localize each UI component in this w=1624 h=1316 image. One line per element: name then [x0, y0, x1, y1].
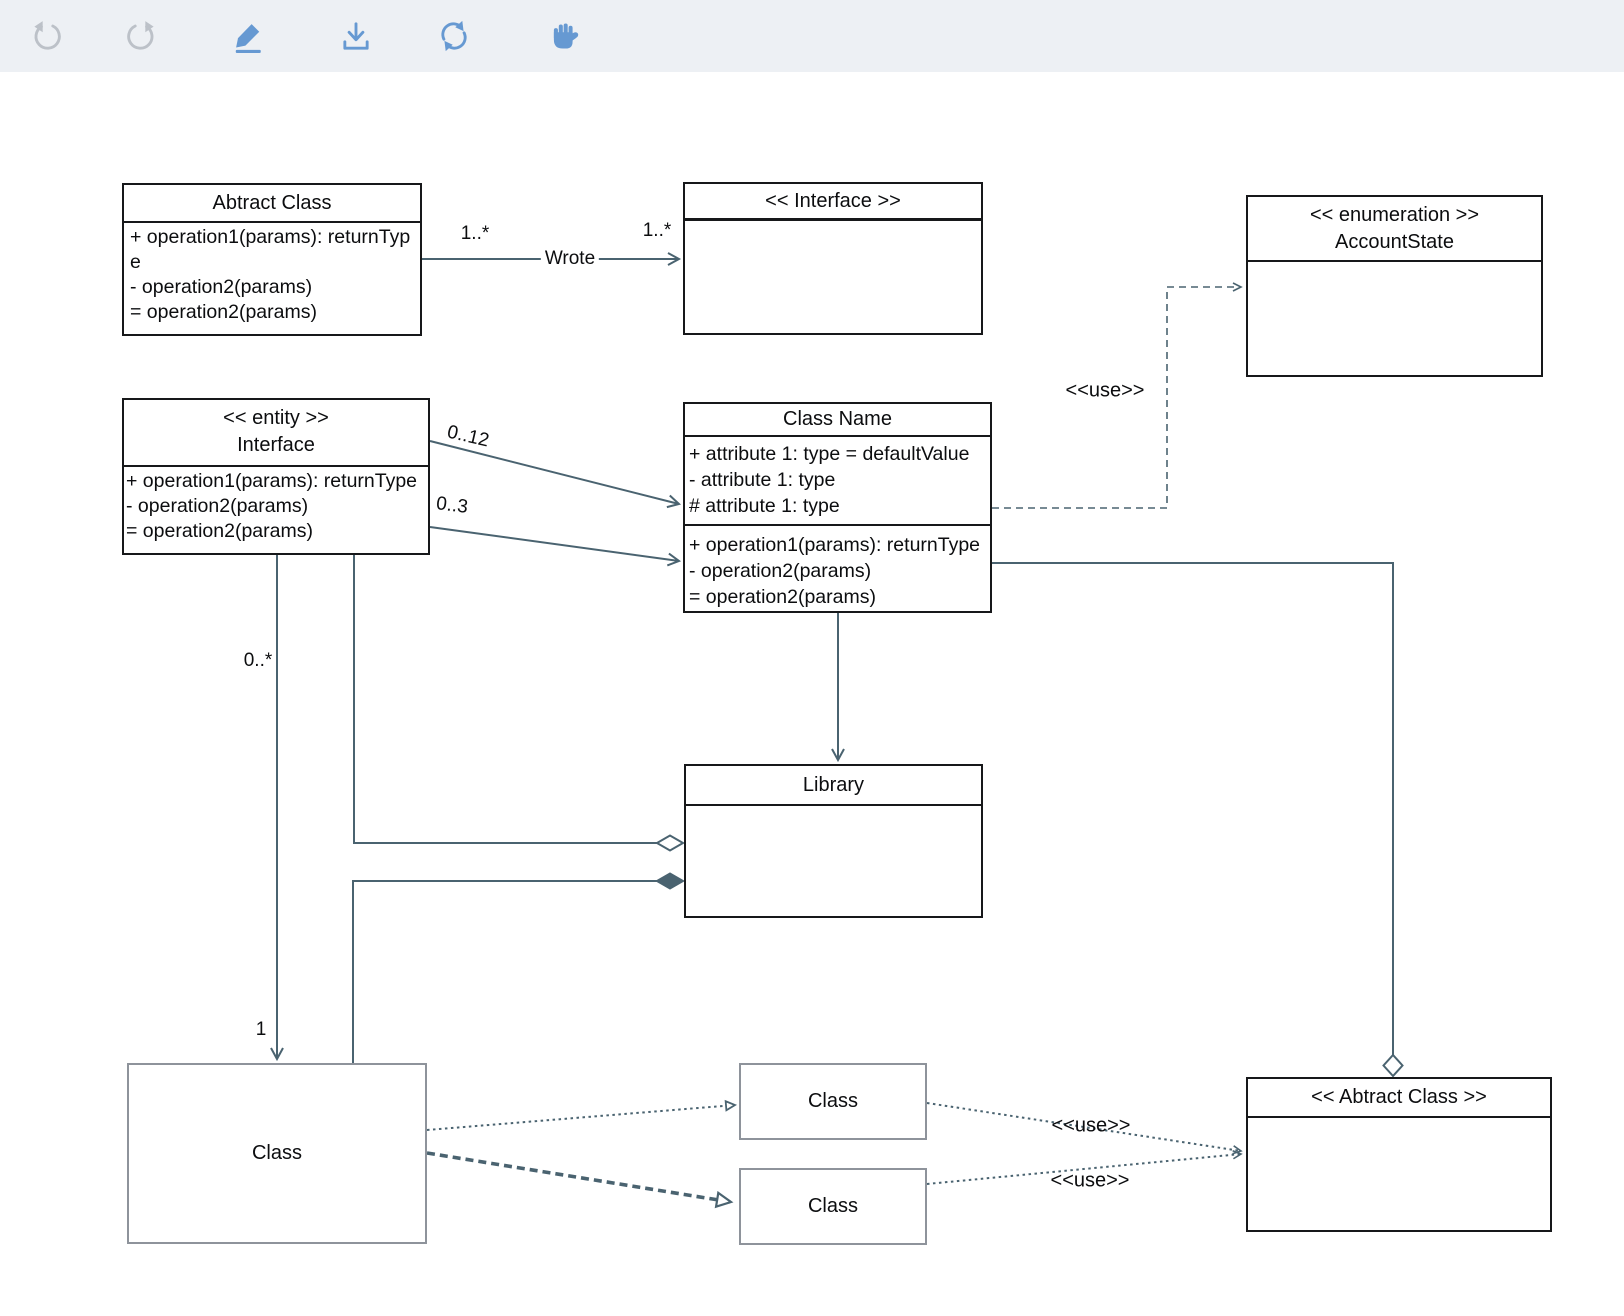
empty-compartment: [1248, 262, 1541, 266]
uml-node-class-name[interactable]: Class Name + attribute 1: type = default…: [683, 402, 992, 613]
node-title: Class: [251, 1142, 302, 1164]
uml-node-abstract-class-top[interactable]: Abtract Class + operation1(params): retu…: [122, 183, 422, 336]
multiplicity-label[interactable]: 1..*: [642, 220, 672, 241]
filled-diamond-icon: [654, 872, 686, 890]
multiplicity-label[interactable]: 0..12: [445, 421, 492, 452]
edge-class-smalltop[interactable]: [426, 1099, 738, 1131]
pan-hand-button[interactable]: [548, 18, 584, 54]
sync-icon: [441, 20, 467, 52]
stereotype-label: << enumeration >>: [1309, 204, 1479, 226]
multiplicity-label[interactable]: 1: [255, 1019, 267, 1040]
operations-compartment: + operation1(params): returnType - opera…: [130, 226, 411, 323]
undo-icon: [34, 21, 61, 50]
uml-node-class-small-bottom[interactable]: Class: [739, 1168, 927, 1245]
hollow-diamond-icon: [654, 834, 686, 852]
uml-node-interface-top[interactable]: << Interface >>: [683, 182, 983, 335]
node-title: << Interface >>: [685, 184, 981, 221]
stereotype-use-label[interactable]: <<use>>: [1051, 1114, 1131, 1137]
interface-name: Interface: [237, 434, 315, 456]
hand-icon: [553, 23, 579, 49]
node-title: << enumeration >> AccountState: [1248, 197, 1541, 262]
edge-composition-library[interactable]: [352, 880, 657, 1063]
stereotype-label: << entity >>: [223, 407, 329, 429]
edge-use-top[interactable]: [926, 1102, 1243, 1155]
uml-node-library[interactable]: Library: [684, 764, 983, 918]
node-title: Abtract Class: [124, 185, 420, 223]
download-button[interactable]: [338, 18, 374, 54]
node-title: Class: [807, 1090, 858, 1112]
edge-mult-0-12[interactable]: [429, 440, 682, 509]
uml-node-entity-interface[interactable]: << entity >> Interface + operation1(para…: [122, 398, 430, 555]
edge-name-label[interactable]: Wrote: [540, 248, 600, 270]
node-title: << entity >> Interface: [124, 400, 428, 467]
operations-compartment: + operation1(params): returnType - opera…: [689, 534, 981, 608]
uml-node-class-small-top[interactable]: Class: [739, 1063, 927, 1140]
edge-classname-abstract[interactable]: [992, 562, 1394, 1055]
node-title: << Abtract Class >>: [1248, 1079, 1550, 1118]
node-title: Class Name: [685, 404, 990, 437]
uml-node-enumeration-accountstate[interactable]: << enumeration >> AccountState: [1246, 195, 1543, 377]
stereotype-use-label[interactable]: <<use>>: [1050, 1169, 1130, 1192]
uml-node-class-big[interactable]: Class: [127, 1063, 427, 1244]
enumeration-name: AccountState: [1335, 231, 1454, 253]
multiplicity-label[interactable]: 1..*: [460, 223, 490, 244]
multiplicity-label[interactable]: 0..3: [435, 493, 470, 518]
redo-button[interactable]: [122, 18, 158, 54]
empty-compartment: [686, 806, 981, 810]
hollow-diamond-icon: [1382, 1053, 1404, 1078]
edit-pencil-button[interactable]: [230, 18, 266, 54]
sync-button[interactable]: [436, 18, 472, 54]
node-title: Class: [807, 1195, 858, 1217]
empty-compartment: [685, 221, 981, 225]
uml-node-abstract-class-bottom[interactable]: << Abtract Class >>: [1246, 1077, 1552, 1232]
undo-button[interactable]: [30, 18, 66, 54]
edge-use-bottom[interactable]: [926, 1150, 1243, 1185]
edge-class-smallbottom[interactable]: [426, 1151, 734, 1209]
stereotype-use-label[interactable]: <<use>>: [1065, 379, 1145, 402]
edge-mult-0-3[interactable]: [429, 526, 682, 567]
pencil-icon: [235, 24, 261, 53]
empty-compartment: [1248, 1118, 1550, 1122]
toolbar: [0, 0, 1624, 72]
redo-icon: [127, 21, 154, 50]
operations-compartment: + operation1(params): returnType - opera…: [126, 470, 418, 542]
edge-use-enumeration[interactable]: [992, 282, 1243, 509]
edge-aggregation-library[interactable]: [353, 553, 657, 844]
multiplicity-label[interactable]: 0..*: [243, 650, 273, 671]
node-title: Library: [686, 766, 981, 806]
attributes-compartment: + attribute 1: type = defaultValue - att…: [685, 437, 990, 526]
download-icon: [343, 22, 369, 50]
